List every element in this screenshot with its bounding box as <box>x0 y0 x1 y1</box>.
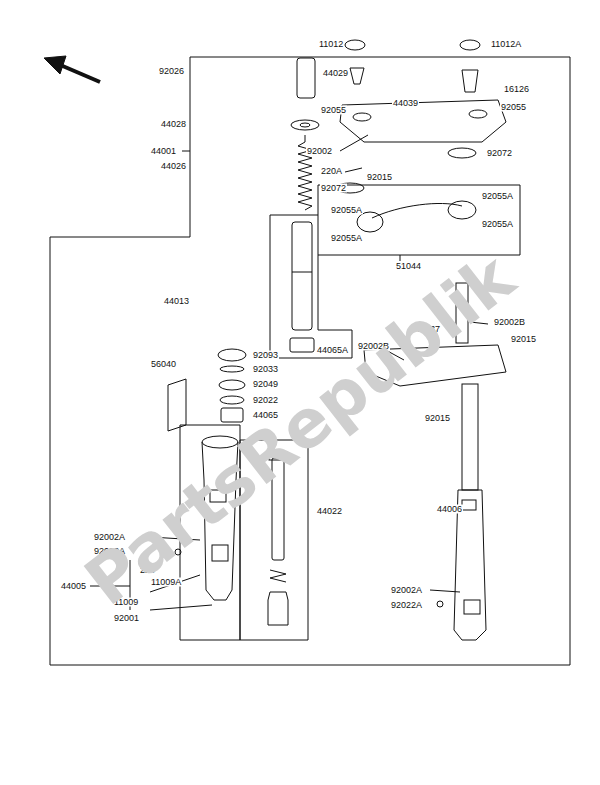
cap <box>460 40 480 50</box>
oil-lock <box>268 592 288 625</box>
callout-number: 92055 <box>320 106 347 115</box>
holder-clamp <box>448 201 476 219</box>
callout-number: 11012A <box>490 40 522 49</box>
drain-screw <box>150 605 212 610</box>
callout-number: 44022 <box>316 507 343 516</box>
axle-clamp <box>212 545 228 561</box>
callout-number: 92033 <box>252 365 279 374</box>
watermark: PartsRepublik <box>75 244 526 617</box>
callout-number: 92001 <box>113 614 140 623</box>
callout-number: 92002A <box>390 586 423 595</box>
callout-number: 44013 <box>163 297 190 306</box>
callout-number: 92049 <box>252 380 279 389</box>
axle-clamp <box>464 600 480 614</box>
arrow-head <box>44 56 66 74</box>
callout-number: 92055A <box>330 206 363 215</box>
callout-number: 92055A <box>481 220 514 229</box>
callout-number: 92055 <box>500 103 527 112</box>
leader-line <box>400 255 401 261</box>
callout-number: 92026 <box>158 67 185 76</box>
bushing <box>290 338 314 352</box>
callout-number: 44029 <box>322 69 349 78</box>
callout-number: 92022 <box>252 396 279 405</box>
callout-number: 92072 <box>320 184 347 193</box>
callout-number: 44001 <box>150 147 177 156</box>
direction-arrow <box>58 64 100 82</box>
callout-number: 56040 <box>150 360 177 369</box>
nut <box>350 68 364 84</box>
fork-lug <box>462 500 476 510</box>
ring <box>448 148 476 158</box>
callout-number: 220A <box>320 167 343 176</box>
callout-number: 44006 <box>436 505 463 514</box>
reflector-sticker <box>168 379 186 431</box>
bolt <box>430 590 460 592</box>
stem-nut <box>462 70 478 92</box>
callout-number: 92015 <box>510 335 537 344</box>
dust-seal <box>218 349 246 361</box>
cap <box>345 40 365 50</box>
callout-number: 92055A <box>330 234 363 243</box>
bolt <box>340 135 368 151</box>
washer <box>220 396 244 404</box>
inner-tube <box>462 384 478 490</box>
callout-number: 44039 <box>392 99 419 108</box>
callout-number: 92055A <box>481 192 514 201</box>
fork-cap <box>297 58 315 98</box>
callout-number: 92022A <box>390 601 423 610</box>
callout-number: 92015 <box>424 414 451 423</box>
leader-line <box>182 151 190 152</box>
callout-number: 92093 <box>252 351 279 360</box>
assembly-frame <box>50 57 570 665</box>
callout-number: 51044 <box>395 262 422 271</box>
bracket-hole <box>353 113 371 121</box>
oil-seal <box>219 380 245 390</box>
screw <box>345 168 362 172</box>
holder-clamp <box>357 212 383 232</box>
callout-number: 92002 <box>306 147 333 156</box>
clip <box>220 366 244 372</box>
rebound-spring <box>270 570 286 582</box>
bushing <box>221 408 243 422</box>
spacer-tube <box>292 222 312 330</box>
tube-joint <box>292 272 312 273</box>
callout-number: 92015 <box>366 173 393 182</box>
callout-number: 92002B <box>493 318 526 327</box>
callout-number: 44005 <box>60 582 87 591</box>
group-outline <box>318 185 520 255</box>
washer-hole <box>300 123 310 127</box>
bracket-hole <box>469 110 487 118</box>
callout-number: 92072 <box>486 149 513 158</box>
upper-bracket <box>340 100 506 142</box>
washer <box>291 120 319 130</box>
callout-number: 44026 <box>160 162 187 171</box>
callout-number: 44028 <box>160 120 187 129</box>
washer <box>437 601 443 607</box>
callout-number: 16126 <box>503 85 530 94</box>
callout-number: 11012 <box>318 40 344 49</box>
